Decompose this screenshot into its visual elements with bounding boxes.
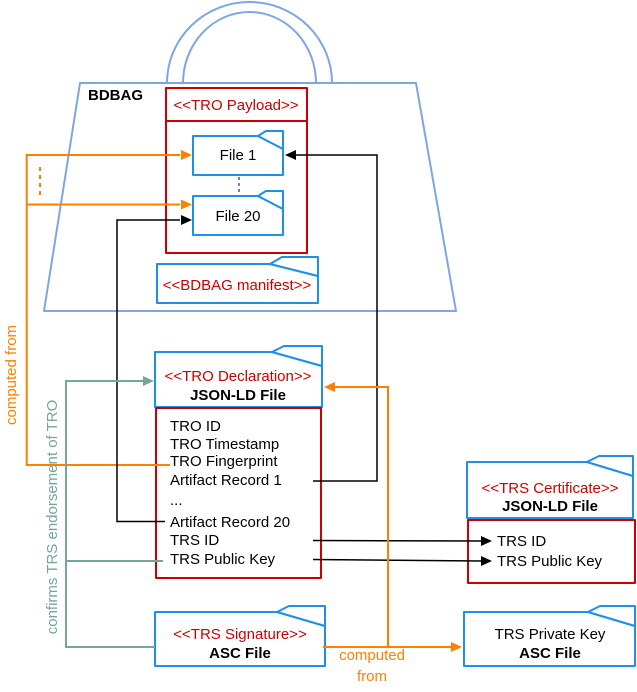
file-1-fold — [257, 130, 284, 150]
tro-declaration-fold — [271, 345, 323, 367]
bag-handle-outer — [166, 1, 333, 84]
trs-signature-title: ASC File — [209, 645, 271, 662]
manifest-fold — [269, 256, 319, 277]
tro-declaration-stereotype: <<TRO Declaration>> — [165, 368, 312, 385]
trs-certificate-node: <<TRS Certificate>> JSON-LD File TRS ID … — [466, 455, 636, 584]
tro-declaration-fields-box — [155, 407, 322, 579]
trs-certificate-fields-box — [467, 519, 636, 584]
field-artifact-record-20: Artifact Record 20 — [170, 514, 290, 531]
bag-handle-inner — [182, 11, 317, 84]
field-tro-timestamp: TRO Timestamp — [170, 436, 279, 453]
trs-certificate-title: JSON-LD File — [502, 498, 598, 515]
field-tro-id: TRO ID — [170, 418, 221, 435]
arrowhead-file20-black — [181, 215, 192, 225]
trs-signature-node: <<TRS Signature>> ASC File — [154, 605, 326, 667]
bdbag-manifest-node: <<BDBAG manifest>> — [156, 256, 319, 304]
field-trs-id: TRS ID — [170, 532, 219, 549]
trs-signature-stereotype: <<TRS Signature>> — [173, 626, 307, 643]
arrowhead-file1-black — [285, 150, 296, 160]
bag-label: BDBAG — [88, 87, 143, 104]
black-trs-id-connector — [312, 539, 482, 542]
field-trs-public-key: TRS Public Key — [170, 551, 276, 568]
trs-signature-fold — [276, 605, 326, 627]
trs-private-key-shape — [463, 611, 636, 667]
arrowhead-cert-trs-public-key — [481, 556, 492, 566]
trs-private-key-node: TRS Private Key ASC File — [463, 605, 636, 667]
file-20-node: File 20 — [192, 190, 284, 236]
tro-declaration-title: JSON-LD File — [190, 387, 286, 404]
computed-from-vertical-label: computed from — [3, 325, 20, 425]
cert-field-trs-public-key: TRS Public Key — [497, 553, 603, 570]
file-20-label: File 20 — [215, 208, 260, 225]
field-tro-fingerprint: TRO Fingerprint — [170, 453, 278, 470]
tro-declaration-shape — [154, 351, 323, 408]
orange-asc-to-declaration-connector — [335, 386, 389, 647]
endorsement-vertical-label: confirms TRS endorsement of TRO — [44, 400, 61, 635]
tro-declaration-node: <<TRO Declaration>> JSON-LD File TRO ID … — [154, 345, 323, 579]
file-1-shape — [192, 135, 284, 176]
trs-certificate-stereotype: <<TRS Certificate>> — [482, 480, 619, 497]
arrowhead-cert-trs-id — [481, 536, 492, 546]
computed-from-bottom-label-line1: computed — [339, 647, 405, 664]
bag-body — [43, 82, 457, 312]
file-20-shape — [192, 195, 284, 236]
edge-labels: computed from confirms TRS endorsement o… — [3, 325, 405, 685]
arrowhead-private-key-orange — [451, 642, 462, 652]
arrowhead-declaration-teal — [143, 376, 154, 386]
cert-field-trs-id: TRS ID — [497, 533, 546, 550]
manifest-stereotype: <<BDBAG manifest>> — [163, 277, 312, 294]
orange-computed-from-left-connector — [25, 154, 180, 466]
trs-private-key-title: ASC File — [519, 645, 581, 662]
payload-stereotype: <<TRO Payload>> — [173, 97, 298, 114]
manifest-shape — [156, 263, 319, 304]
file-20-fold — [257, 190, 284, 210]
field-ellipsis: ... — [170, 492, 183, 509]
file-1-label: File 1 — [220, 147, 257, 164]
black-trs-public-key-connector — [312, 558, 482, 562]
arrowhead-file1-orange — [181, 150, 192, 160]
arrowhead-file20-orange — [181, 199, 192, 210]
trs-certificate-fold — [586, 455, 634, 477]
bdbag-bag: BDBAG — [43, 1, 457, 312]
computed-from-bottom-label-line2: from — [357, 668, 387, 685]
trs-private-key-label: TRS Private Key — [495, 626, 606, 643]
connectors — [25, 150, 492, 652]
black-artifact1-file1-connector — [288, 154, 378, 482]
file-1-node: File 1 — [192, 130, 284, 176]
trs-certificate-shape — [466, 461, 634, 519]
trs-private-key-fold — [587, 605, 636, 627]
black-artifact20-file20-connector — [116, 219, 180, 523]
teal-endorsement-connector — [65, 380, 155, 648]
arrowhead-declaration-orange — [324, 382, 335, 392]
field-artifact-record-1: Artifact Record 1 — [170, 472, 282, 489]
